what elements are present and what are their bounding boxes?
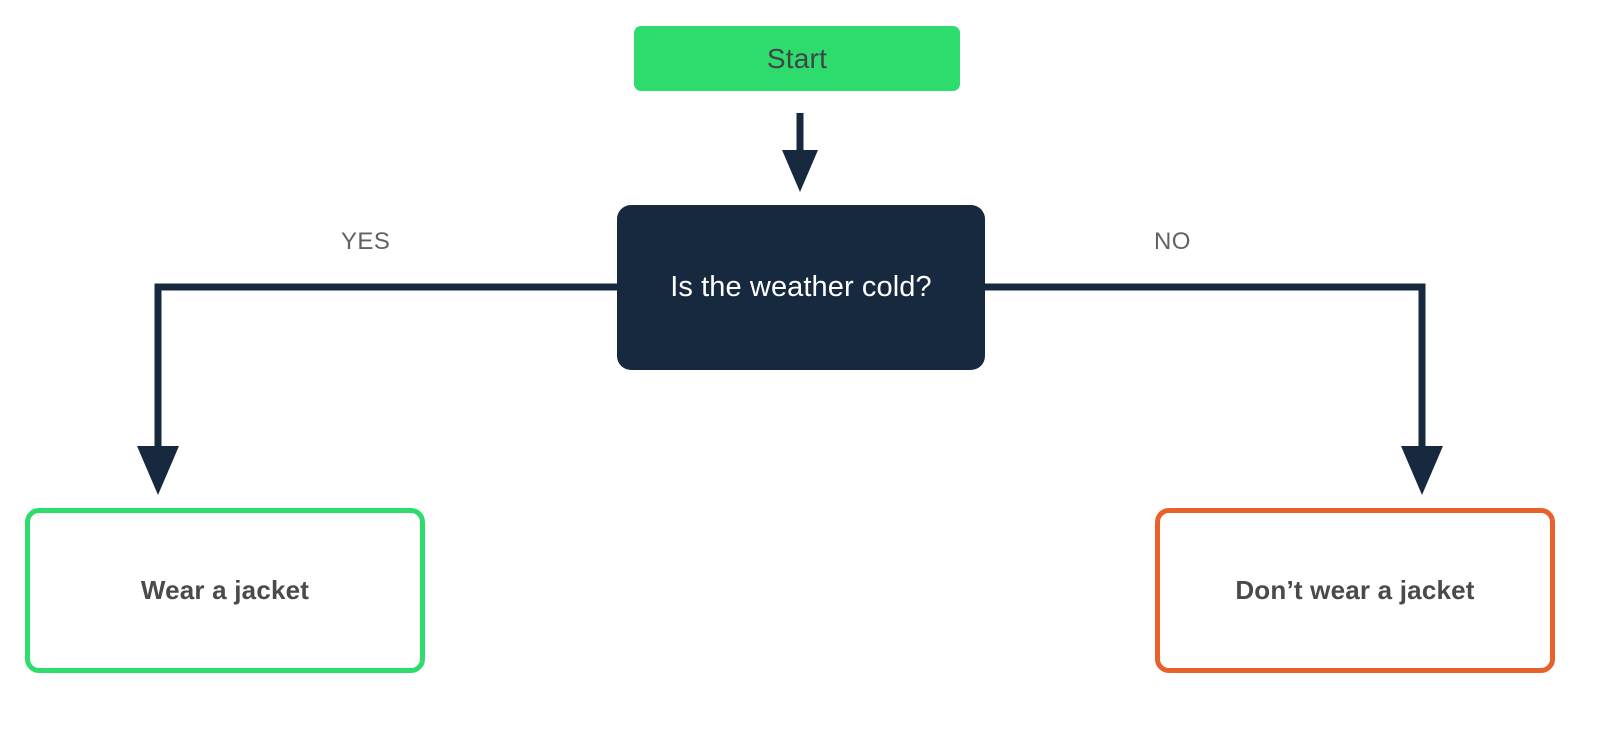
connector-decision-to-no: [985, 283, 1443, 495]
edge-label-yes: YES: [341, 228, 391, 255]
node-decision[interactable]: Is the weather cold?: [617, 205, 985, 370]
node-wear-a-jacket[interactable]: Wear a jacket: [25, 508, 425, 673]
node-dont-wear-a-jacket[interactable]: Don’t wear a jacket: [1155, 508, 1555, 673]
node-decision-label: Is the weather cold?: [670, 271, 932, 303]
connector-start-to-decision: [782, 113, 818, 192]
edge-label-no: NO: [1154, 228, 1191, 255]
node-dont-wear-a-jacket-label: Don’t wear a jacket: [1235, 575, 1475, 605]
node-start-label: Start: [766, 42, 828, 74]
node-wear-a-jacket-label: Wear a jacket: [140, 575, 310, 605]
connector-decision-to-yes: [137, 283, 617, 495]
node-start[interactable]: Start: [634, 26, 960, 91]
